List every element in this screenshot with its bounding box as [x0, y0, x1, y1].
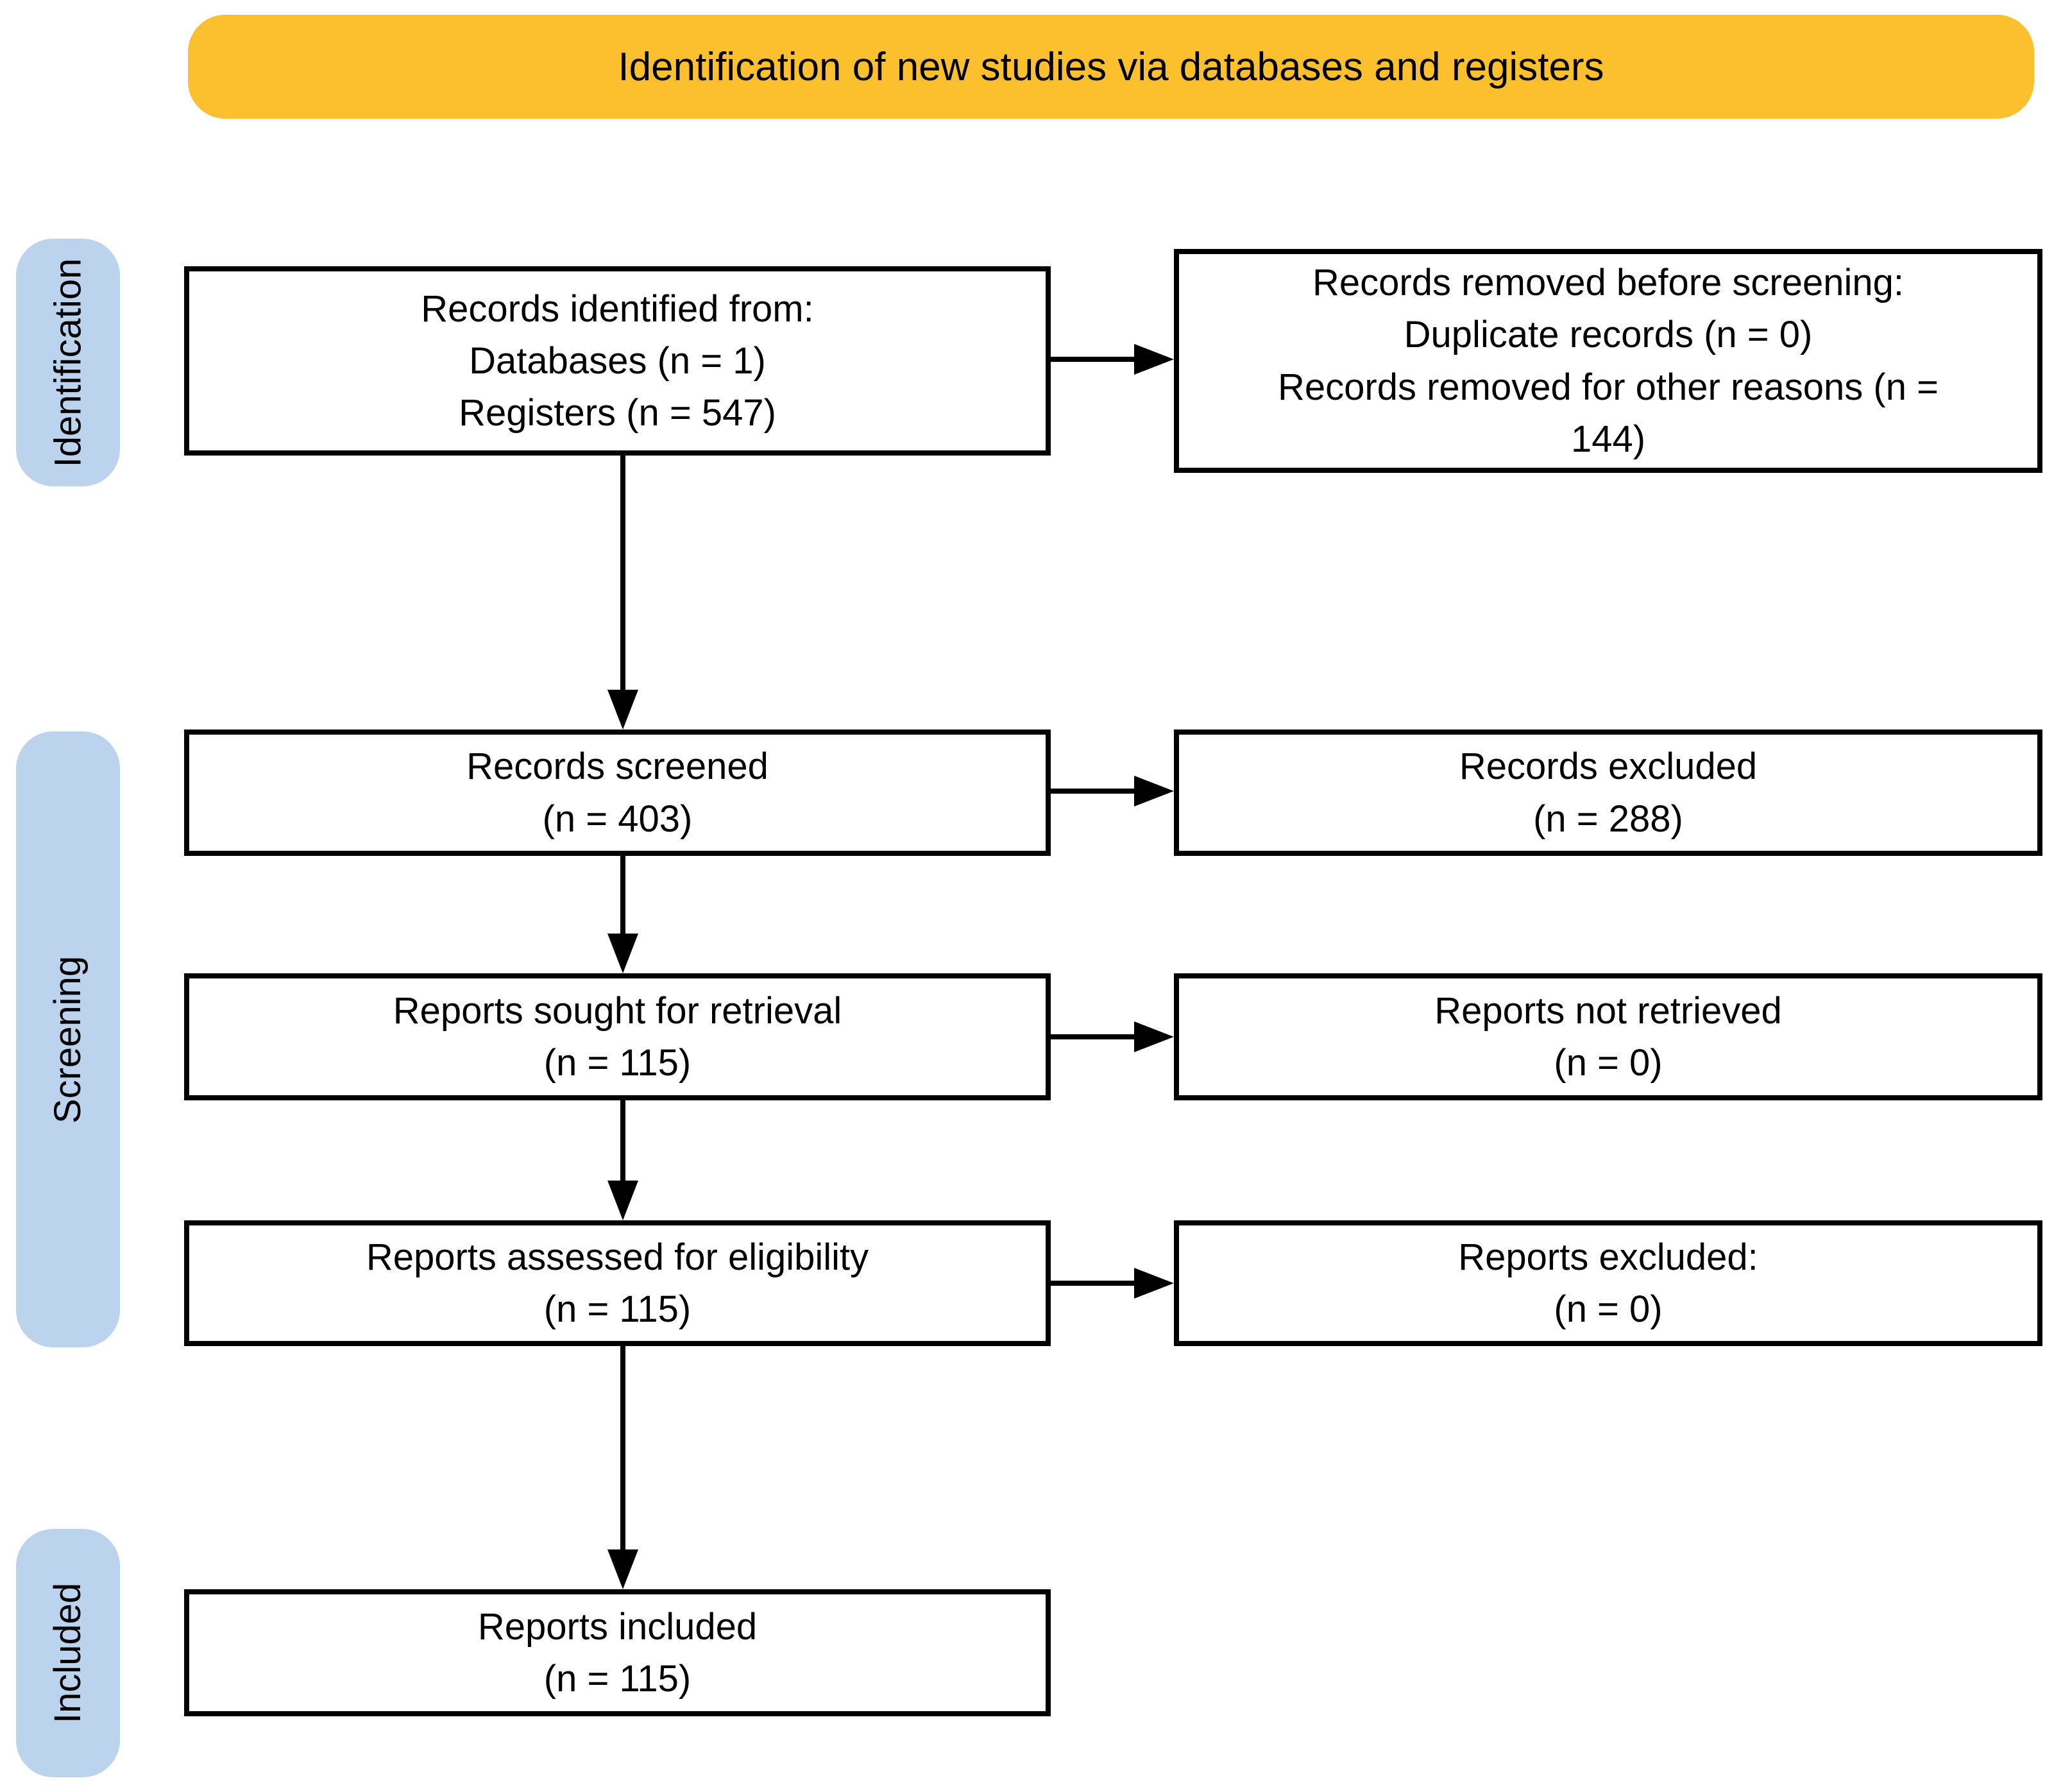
stage-screening: Screening [16, 731, 120, 1347]
stage-identification-label: Identification [47, 258, 89, 467]
arrow-sought-to-assessed-shaft [620, 1100, 625, 1181]
arrow-right-icon [1134, 776, 1174, 806]
stage-included-label: Included [47, 1582, 89, 1724]
box-line: Duplicate records (n = 0) [1404, 314, 1813, 356]
arrow-right-icon [1134, 1268, 1174, 1299]
arrow-assessed-to-excluded-shaft [1051, 1281, 1134, 1286]
box-line: (n = 0) [1554, 1042, 1663, 1084]
box-line: Records excluded [1459, 746, 1758, 788]
box-records-removed: Records removed before screening: Duplic… [1174, 249, 2042, 473]
header-title: Identification of new studies via databa… [618, 44, 1604, 89]
box-line: Reports included [477, 1605, 758, 1648]
header-banner: Identification of new studies via databa… [188, 15, 2034, 119]
arrow-right-icon [1134, 1021, 1174, 1052]
box-records-identified: Records identified from: Databases (n = … [184, 266, 1051, 456]
arrow-down-icon [607, 1549, 638, 1589]
box-line: (n = 288) [1533, 798, 1683, 840]
arrow-assessed-to-included-shaft [620, 1346, 625, 1549]
box-records-screened: Records screened (n = 403) [184, 730, 1051, 856]
box-reports-excluded: Reports excluded: (n = 0) [1174, 1220, 2042, 1346]
stage-included: Included [16, 1529, 120, 1777]
box-line: Records screened [466, 746, 768, 788]
box-line: (n = 0) [1554, 1288, 1663, 1330]
box-reports-assessed: Reports assessed for eligibility (n = 11… [184, 1220, 1051, 1346]
box-line: Reports sought for retrieval [393, 989, 842, 1032]
box-line: Records removed before screening: [1312, 262, 1905, 304]
box-line: (n = 403) [542, 798, 693, 840]
arrow-down-icon [607, 1181, 638, 1220]
box-line: Reports excluded: [1458, 1236, 1758, 1278]
arrow-down-icon [607, 934, 638, 973]
arrow-down-icon [607, 690, 638, 730]
box-line: Reports assessed for eligibility [366, 1236, 869, 1278]
arrow-identified-to-screened-shaft [620, 456, 625, 690]
box-reports-not-retrieved: Reports not retrieved (n = 0) [1174, 973, 2042, 1100]
box-line: Records removed for other reasons (n = [1278, 366, 1939, 408]
box-records-excluded: Records excluded (n = 288) [1174, 730, 2042, 856]
box-line: Registers (n = 547) [459, 392, 776, 434]
box-line: Reports not retrieved [1434, 989, 1782, 1032]
box-reports-sought: Reports sought for retrieval (n = 115) [184, 973, 1051, 1100]
arrow-right-icon [1134, 344, 1174, 375]
stage-identification: Identification [16, 239, 120, 486]
arrow-sought-to-notretrieved-shaft [1051, 1034, 1134, 1039]
box-reports-included: Reports included (n = 115) [184, 1589, 1051, 1716]
stage-screening-label: Screening [47, 955, 89, 1123]
arrow-screened-to-excluded-shaft [1051, 789, 1134, 794]
arrow-screened-to-sought-shaft [620, 856, 625, 934]
box-line: 144) [1570, 418, 1646, 460]
box-line: (n = 115) [543, 1042, 692, 1084]
box-line: Databases (n = 1) [469, 339, 766, 382]
box-line: (n = 115) [543, 1288, 692, 1330]
box-line: Records identified from: [421, 287, 814, 330]
box-line: (n = 115) [543, 1658, 692, 1700]
arrow-identified-to-removed-shaft [1051, 357, 1134, 362]
